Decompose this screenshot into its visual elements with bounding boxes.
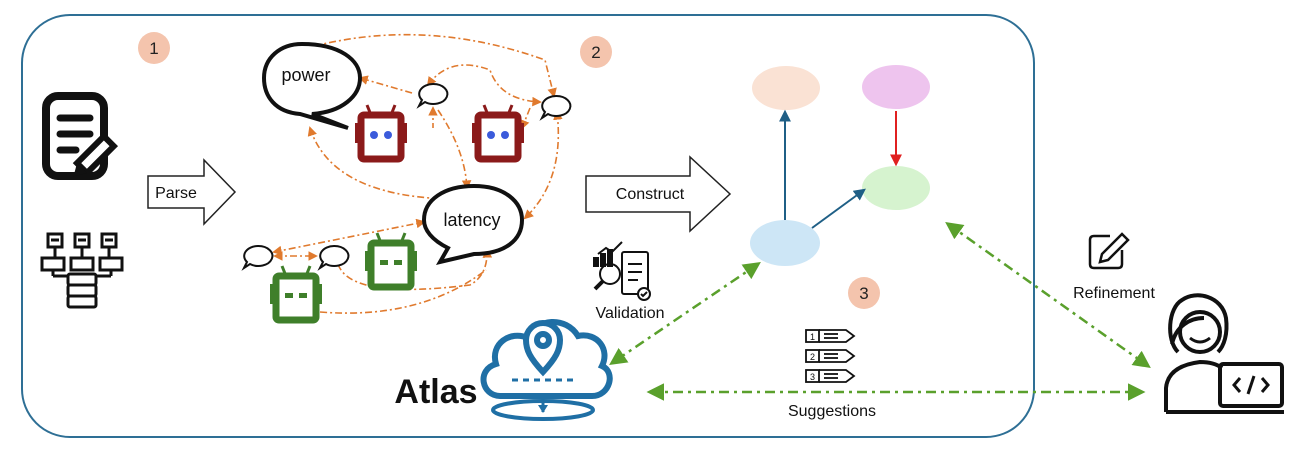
- step-badge-1: 1: [138, 32, 170, 64]
- power-speech-bubble: power: [261, 41, 363, 130]
- robot-agent-icon: [355, 104, 407, 163]
- power-text: power: [281, 65, 330, 85]
- analytics-validation-icon: [593, 241, 651, 301]
- robot-agent-icon: [472, 104, 524, 163]
- graph-node-green: [862, 166, 930, 210]
- cloud-location-icon: [480, 319, 613, 421]
- edit-pencil-icon: [1088, 232, 1130, 270]
- step-badge-3: 3: [848, 277, 880, 309]
- list-number: 2: [810, 352, 815, 362]
- robot-agent-icon: [365, 232, 417, 291]
- robot-agent-icon: [270, 265, 322, 324]
- speech-bubble-icon: [241, 82, 572, 271]
- parse-label: Parse: [155, 185, 197, 202]
- graph-node-blue: [750, 220, 820, 266]
- latency-speech-bubble: latency: [421, 183, 525, 265]
- developer-laptop-icon: [1164, 293, 1284, 414]
- validation-label: Validation: [595, 305, 664, 322]
- graph-node-peach: [752, 66, 820, 110]
- document-edit-icon: [42, 92, 119, 180]
- construct-arrow: Construct: [585, 155, 732, 233]
- refinement-label: Refinement: [1073, 285, 1155, 302]
- hierarchy-database-icon: [40, 232, 124, 309]
- list-number: 3: [810, 372, 815, 382]
- causal-graph: [750, 65, 930, 266]
- step-number-2: 2: [591, 43, 600, 62]
- step-number-3: 3: [859, 284, 868, 303]
- feedback-arrows: [609, 221, 1151, 401]
- step-badge-2: 2: [580, 36, 612, 68]
- list-number: 1: [810, 332, 815, 342]
- parse-arrow: Parse: [147, 158, 237, 226]
- numbered-list-icon: 1 2 3: [805, 329, 856, 383]
- construct-label: Construct: [616, 186, 685, 203]
- agent-interaction-arrows: [272, 33, 563, 314]
- step-number-1: 1: [149, 39, 158, 58]
- suggestions-label: Suggestions: [788, 403, 876, 420]
- graph-edge: [811, 188, 866, 229]
- graph-node-pink: [862, 65, 930, 109]
- latency-text: latency: [443, 210, 500, 230]
- atlas-label: Atlas: [394, 373, 477, 411]
